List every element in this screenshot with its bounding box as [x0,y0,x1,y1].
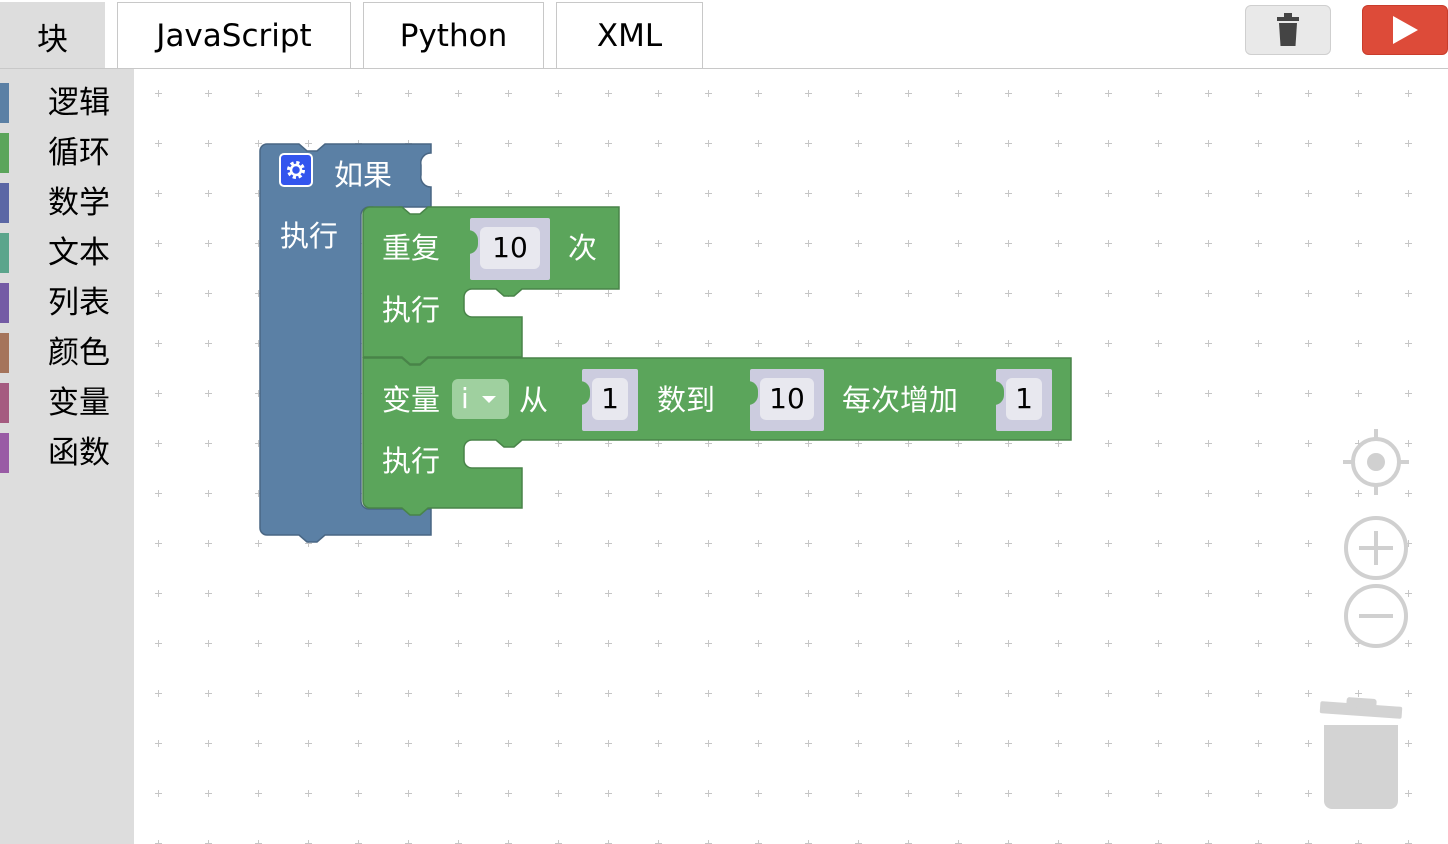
zoom-out-icon[interactable] [1343,583,1409,649]
trash-icon [1277,13,1299,46]
for-from-label: 从 [519,383,549,417]
category-logic-swatch [0,83,9,123]
trash-can-icon[interactable] [1316,695,1406,811]
tab-blocks[interactable]: 块 [0,2,105,69]
category-text-label: 文本 [48,235,110,271]
repeat-block-label: 重复 [382,231,441,265]
for-block[interactable] [362,357,1076,519]
category-loops[interactable]: 循环 [0,129,134,173]
for-to-field[interactable]: 10 [760,378,814,420]
tab-python-label: Python [399,17,508,54]
category-loops-swatch [0,133,9,173]
tab-xml-label: XML [596,17,663,54]
for-by-field[interactable]: 1 [1006,378,1042,420]
variable-dropdown-value: i [461,382,469,415]
category-functions[interactable]: 函数 [0,429,134,473]
category-colour-swatch [0,333,9,373]
repeat-times-field[interactable]: 10 [480,227,540,269]
gear-icon [287,161,305,179]
tab-javascript[interactable]: JavaScript [117,2,351,68]
repeat-times-connector [460,230,478,254]
for-by-block: 1 [996,369,1052,431]
repeat-do-label: 执行 [382,293,441,327]
repeat-times-block: 10 [470,218,550,280]
if-block-label: 如果 [334,158,393,192]
repeat-suffix-label: 次 [568,231,598,265]
for-do-label: 执行 [382,444,441,478]
toolbox: 逻辑 循环 数学 文本 列表 颜色 变量 函数 [0,69,134,844]
category-variables-swatch [0,383,9,423]
category-functions-swatch [0,433,9,473]
category-colour-label: 颜色 [48,335,110,371]
category-math-label: 数学 [48,185,110,221]
for-from-connector [572,381,590,405]
variable-dropdown[interactable]: i [452,379,509,419]
delete-all-button[interactable] [1245,5,1331,55]
for-from-field[interactable]: 1 [592,378,628,420]
category-lists-label: 列表 [48,285,110,321]
for-by-label: 每次增加 [842,383,959,417]
tab-bar-divider [0,68,1448,69]
for-to-block: 10 [750,369,824,431]
category-lists[interactable]: 列表 [0,279,134,323]
category-functions-label: 函数 [48,435,110,471]
if-gear-button[interactable] [279,153,313,187]
category-loops-label: 循环 [48,135,110,171]
recenter-icon[interactable] [1343,429,1409,495]
tab-bar: 块 JavaScript Python XML [0,0,1448,69]
tab-blocks-label: 块 [37,21,68,58]
for-to-connector [740,381,758,405]
category-logic[interactable]: 逻辑 [0,79,134,123]
for-by-connector [986,381,1004,405]
if-block[interactable] [259,143,439,545]
category-variables-label: 变量 [48,385,110,421]
tab-javascript-label: JavaScript [156,17,312,54]
chevron-down-icon [482,396,496,403]
tab-python[interactable]: Python [363,2,544,68]
repeat-block[interactable] [362,206,624,368]
for-to-label: 数到 [657,383,716,417]
category-lists-swatch [0,283,9,323]
category-math[interactable]: 数学 [0,179,134,223]
category-colour[interactable]: 颜色 [0,329,134,373]
zoom-in-icon[interactable] [1343,515,1409,581]
for-from-block: 1 [582,369,638,431]
if-do-label: 执行 [280,219,339,253]
category-text[interactable]: 文本 [0,229,134,273]
category-text-swatch [0,233,9,273]
play-icon [1393,16,1418,44]
category-logic-label: 逻辑 [48,85,110,121]
tab-xml[interactable]: XML [556,2,703,68]
category-variables[interactable]: 变量 [0,379,134,423]
for-block-label: 变量 [382,383,441,417]
run-button[interactable] [1362,5,1448,55]
category-math-swatch [0,183,9,223]
